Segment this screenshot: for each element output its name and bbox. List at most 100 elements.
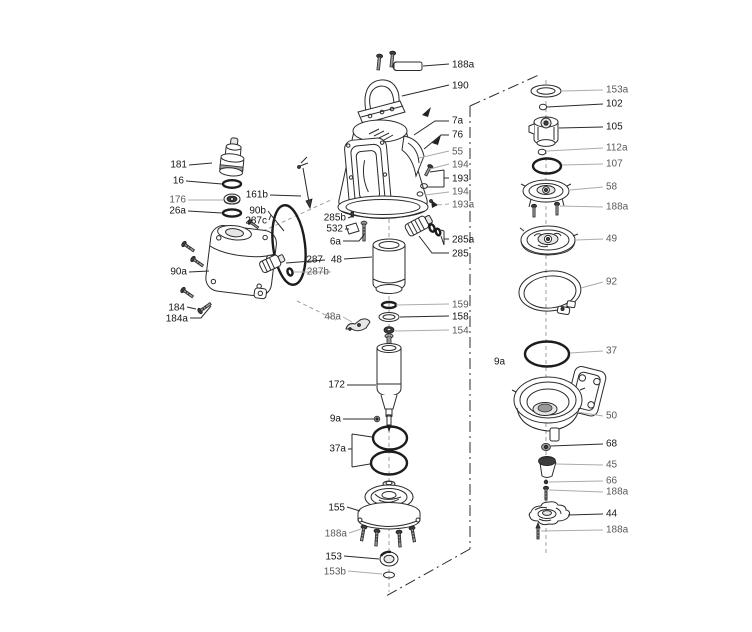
carry-handle bbox=[357, 79, 406, 125]
part-label-154: 154 bbox=[394, 326, 469, 337]
part-label-158: 158 bbox=[399, 312, 469, 323]
nut-9a bbox=[373, 415, 381, 423]
o-ring-107 bbox=[531, 157, 563, 175]
part-number-text: 16 bbox=[173, 176, 185, 187]
part-label-37: 37 bbox=[569, 346, 618, 357]
part-label-155: 155 bbox=[328, 503, 361, 514]
callout-labels: 188a1907a7655194193194193a285a2851591581… bbox=[166, 60, 629, 578]
part-label-153b: 153b bbox=[324, 567, 383, 578]
part-number-text: 153 bbox=[325, 552, 342, 563]
part-number-text: 37a bbox=[329, 444, 346, 455]
cord-grip-181 bbox=[219, 137, 245, 177]
part-label-92: 92 bbox=[580, 277, 618, 289]
part-number-text: 172 bbox=[328, 380, 345, 391]
screw-188a-mid bbox=[543, 485, 550, 501]
nut-68 bbox=[541, 442, 551, 451]
part-number-text: 193a bbox=[452, 200, 475, 211]
part-number-text: 44 bbox=[606, 509, 618, 520]
part-label-66: 66 bbox=[548, 476, 618, 487]
part-number-text: 45 bbox=[606, 460, 618, 471]
part-number-text: 48 bbox=[331, 255, 343, 266]
part-label-50: 50 bbox=[576, 411, 618, 422]
gasket-90b bbox=[271, 204, 307, 286]
screws-188a-seal bbox=[531, 201, 561, 218]
part-number-text: 188a bbox=[452, 60, 475, 71]
part-number-text: 37 bbox=[606, 346, 618, 357]
part-number-text: 285b bbox=[324, 213, 347, 224]
part-label-161b: 161b bbox=[246, 190, 302, 201]
part-number-text: 48a bbox=[324, 312, 341, 323]
part-number-text: 154 bbox=[452, 326, 469, 337]
part-label-285b: 285b bbox=[324, 213, 354, 224]
o-ring-26a bbox=[221, 208, 243, 218]
part-label-287c: 287c bbox=[245, 214, 272, 227]
impeller-44 bbox=[528, 501, 571, 526]
part-number-text: 188a bbox=[325, 529, 348, 540]
part-label-112a: 112a bbox=[546, 143, 628, 154]
part-number-text: 26a bbox=[169, 206, 186, 217]
part-label-49: 49 bbox=[575, 234, 618, 245]
part-number-text: 188a bbox=[606, 487, 629, 498]
cable-entry-fasteners bbox=[416, 164, 434, 203]
top-screws-and-pin-188a bbox=[376, 50, 423, 71]
bracket-48a bbox=[345, 318, 371, 332]
part-number-text: 285 bbox=[452, 249, 469, 260]
part-number-text: 188a bbox=[606, 202, 629, 213]
part-number-text: 9a bbox=[330, 414, 342, 425]
part-label-7a: 7a bbox=[413, 116, 464, 136]
part-number-text: 287 bbox=[306, 255, 323, 266]
part-number-text: 181 bbox=[170, 160, 187, 171]
seal-plate-58 bbox=[520, 179, 572, 208]
part-number-text: 285a bbox=[452, 235, 475, 246]
gland-176 bbox=[223, 193, 241, 205]
terminal-532 bbox=[345, 222, 360, 235]
part-label-184a: 184a bbox=[166, 305, 212, 325]
sensor-161b bbox=[297, 156, 313, 210]
part-label-184: 184 bbox=[168, 303, 197, 314]
connector-105 bbox=[528, 116, 559, 147]
part-number-text: 188a bbox=[606, 525, 629, 536]
part-number-text: 107 bbox=[606, 159, 623, 170]
part-label-188a: 188a bbox=[548, 487, 629, 498]
part-label-90a: 90a bbox=[170, 267, 210, 278]
part-number-text: 287c bbox=[245, 216, 267, 227]
part-label-159: 159 bbox=[395, 300, 469, 311]
bolt-6a bbox=[360, 220, 368, 242]
part-number-text: 194 bbox=[452, 160, 469, 171]
part-number-text: 66 bbox=[606, 476, 618, 487]
control-box-90a bbox=[205, 224, 279, 300]
part-number-text: 58 bbox=[606, 182, 618, 193]
part-label-55: 55 bbox=[418, 147, 464, 159]
part-number-text: 105 bbox=[606, 122, 623, 133]
o-ring-287b bbox=[286, 267, 294, 277]
part-label-193a: 193a bbox=[436, 200, 475, 211]
part-label-190: 190 bbox=[401, 81, 469, 97]
pin-66 bbox=[543, 479, 549, 485]
clamp-band-92 bbox=[518, 270, 582, 316]
part-label-48: 48 bbox=[331, 255, 373, 266]
part-number-text: 287b bbox=[307, 267, 330, 278]
part-label-188a: 188a bbox=[422, 60, 475, 71]
part-number-text: 193 bbox=[452, 174, 469, 185]
part-number-text: 184a bbox=[166, 314, 189, 325]
part-label-107: 107 bbox=[561, 159, 623, 170]
pin-285b bbox=[350, 211, 354, 218]
part-label-45: 45 bbox=[555, 460, 618, 471]
part-label-285a: 285a bbox=[440, 229, 475, 246]
o-ring-16 bbox=[221, 178, 243, 189]
washer-153a bbox=[530, 84, 562, 98]
part-number-text: 176 bbox=[169, 195, 186, 206]
part-label-16: 16 bbox=[173, 176, 223, 187]
part-label-6a: 6a bbox=[330, 234, 365, 248]
part-number-text: 194 bbox=[452, 187, 469, 198]
rotor-172 bbox=[376, 333, 402, 433]
part-label-188a: 188a bbox=[559, 202, 629, 213]
seal-cone-45 bbox=[538, 455, 557, 478]
volute-50 bbox=[511, 366, 607, 442]
part-number-text: 190 bbox=[452, 81, 469, 92]
part-number-text: 161b bbox=[246, 190, 269, 201]
part-label-194: 194 bbox=[424, 187, 469, 198]
part-label-37a: 37a bbox=[329, 433, 373, 468]
